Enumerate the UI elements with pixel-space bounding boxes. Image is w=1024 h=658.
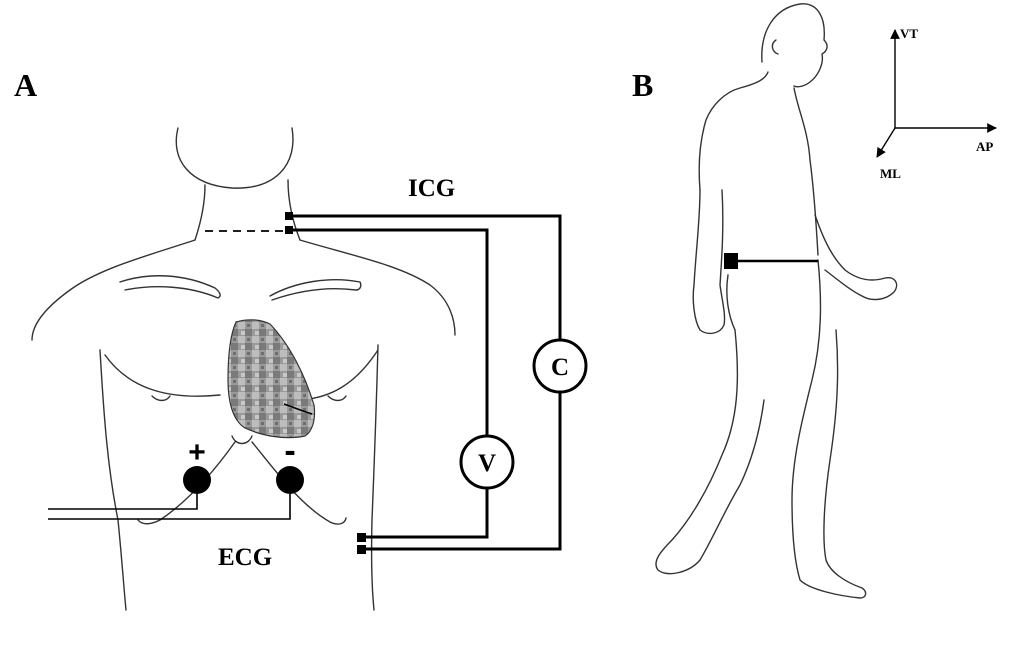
voltmeter-symbol bbox=[459, 434, 515, 490]
ml-axis-label: ML bbox=[880, 166, 901, 181]
left-pectoral bbox=[104, 354, 221, 397]
ecg-positive-wire bbox=[48, 494, 198, 510]
left-shoulder-outline bbox=[31, 239, 196, 341]
ecg-negative-wire bbox=[48, 494, 291, 520]
heart-apex-line bbox=[283, 403, 313, 415]
walker-rear-arm bbox=[692, 189, 726, 335]
ecg-negative-electrode bbox=[276, 466, 304, 494]
panel-b-label: B bbox=[632, 67, 653, 103]
right-nipple bbox=[327, 395, 347, 402]
panel-a: A bbox=[14, 67, 588, 611]
walker-ear bbox=[771, 39, 779, 55]
abdomen-electrode-outer bbox=[357, 545, 366, 554]
voltmeter-return-wire bbox=[366, 487, 489, 539]
neck-electrode-outer bbox=[285, 212, 293, 220]
ecg-label: ECG bbox=[218, 544, 272, 571]
panel-b: B VT AP ML bbox=[632, 3, 997, 599]
right-collarbone bbox=[269, 279, 362, 301]
vt-axis-label: VT bbox=[900, 26, 918, 41]
heart-shape bbox=[227, 319, 316, 439]
neck-electrode-inner bbox=[285, 226, 293, 234]
lower-right-rib bbox=[251, 441, 347, 525]
neck-right-outline bbox=[287, 179, 301, 241]
icg-label: ICG bbox=[408, 175, 455, 202]
walker-hip bbox=[726, 274, 736, 331]
lower-left-rib bbox=[137, 441, 236, 525]
ecg-positive-sign: + bbox=[188, 436, 206, 469]
accelerometer-sensor bbox=[724, 253, 738, 269]
ecg-positive-electrode bbox=[183, 466, 211, 494]
walker-front-torso bbox=[793, 87, 819, 256]
walking-figure bbox=[655, 3, 898, 599]
ecg-negative-sign: - bbox=[284, 432, 295, 470]
walker-head bbox=[761, 3, 828, 88]
current-source-symbol bbox=[532, 338, 588, 394]
right-shoulder-outline bbox=[299, 239, 456, 336]
head-outline bbox=[175, 127, 294, 189]
walker-front-leg bbox=[791, 259, 867, 599]
voltmeter-wire bbox=[293, 228, 489, 437]
current-source-wire bbox=[293, 214, 562, 340]
left-collarbone bbox=[119, 275, 221, 299]
voltmeter-label: V bbox=[478, 450, 496, 477]
ap-axis-label: AP bbox=[976, 139, 993, 154]
current-source-label: C bbox=[551, 354, 569, 381]
orientation-axes: VT AP ML bbox=[876, 26, 997, 181]
panel-a-label: A bbox=[14, 67, 37, 103]
ml-axis-arrow bbox=[876, 127, 896, 158]
current-source-return-wire bbox=[366, 390, 562, 551]
icg-circuit: C V ICG bbox=[285, 175, 588, 554]
abdomen-electrode-inner bbox=[357, 533, 366, 542]
neck-left-outline bbox=[194, 184, 206, 241]
torso-left-side bbox=[99, 349, 127, 611]
ecg-circuit: + - ECG bbox=[48, 432, 304, 571]
right-pectoral bbox=[299, 349, 379, 401]
torso-right-side bbox=[370, 344, 379, 611]
walker-rear-leg bbox=[655, 329, 765, 575]
walker-back bbox=[698, 71, 769, 191]
walker-front-arm bbox=[814, 214, 898, 301]
left-nipple bbox=[151, 395, 171, 402]
sternum-notch bbox=[231, 435, 253, 445]
